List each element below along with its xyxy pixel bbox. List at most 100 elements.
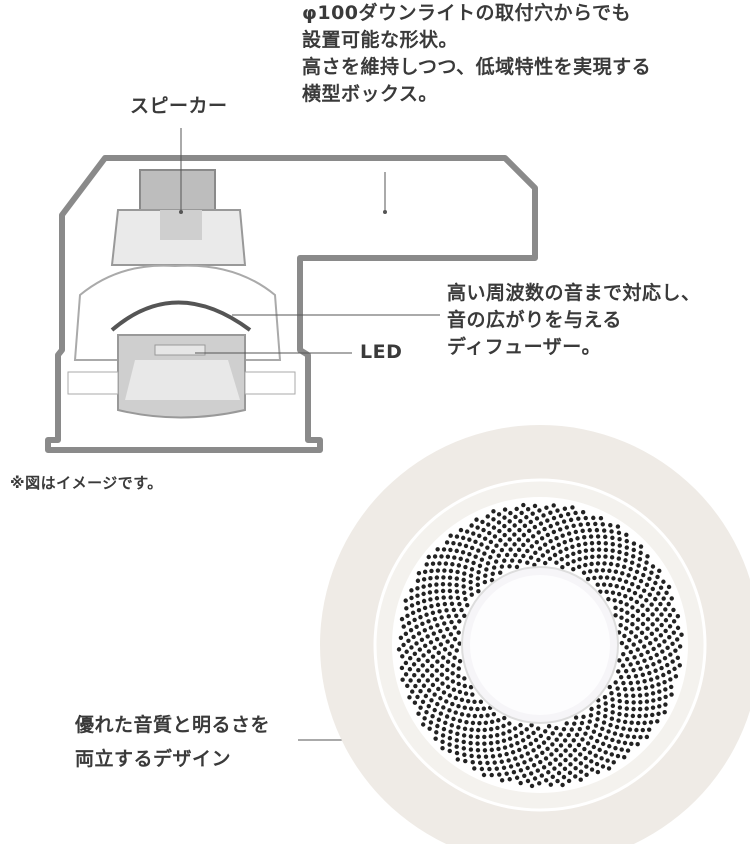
grille-hole bbox=[481, 772, 487, 778]
grille-hole bbox=[667, 612, 673, 618]
grille-hole bbox=[571, 523, 576, 529]
grille-hole bbox=[603, 701, 608, 706]
grille-hole bbox=[445, 676, 450, 681]
grille-hole bbox=[615, 524, 621, 529]
grille-hole bbox=[673, 674, 679, 679]
grille-hole bbox=[420, 699, 426, 704]
grille-hole bbox=[547, 556, 553, 561]
grille-hole bbox=[663, 607, 668, 612]
grille-hole bbox=[659, 622, 664, 628]
grille-hole bbox=[524, 515, 529, 520]
grille-hole bbox=[665, 645, 670, 651]
grille-hole bbox=[422, 569, 428, 575]
grille-hole bbox=[605, 758, 610, 763]
grille-hole bbox=[607, 568, 612, 573]
grille-hole bbox=[448, 595, 453, 600]
grille-hole bbox=[631, 642, 636, 647]
grille-hole bbox=[415, 694, 420, 700]
grille-hole bbox=[443, 720, 448, 725]
grille-hole bbox=[630, 605, 635, 610]
grille-hole bbox=[668, 652, 673, 657]
grille-hole bbox=[595, 561, 601, 566]
grille-hole bbox=[634, 599, 640, 605]
grille-hole bbox=[454, 613, 459, 618]
grille-hole bbox=[661, 579, 666, 584]
grille-hole bbox=[533, 550, 538, 556]
grille-hole bbox=[463, 691, 469, 696]
grille-hole bbox=[516, 537, 522, 542]
grille-hole bbox=[518, 518, 523, 524]
grille-hole bbox=[624, 693, 629, 698]
grille-hole bbox=[403, 631, 409, 637]
grille-hole bbox=[529, 783, 535, 789]
grille-hole bbox=[625, 656, 630, 662]
grille-hole bbox=[653, 580, 658, 586]
grille-hole bbox=[410, 689, 415, 694]
grille-hole bbox=[558, 549, 563, 554]
grille-hole bbox=[452, 555, 457, 560]
grille-hole bbox=[426, 688, 432, 693]
grille-hole bbox=[624, 706, 629, 711]
grille-hole bbox=[588, 713, 594, 718]
grille-hole bbox=[541, 765, 547, 770]
grille-hole bbox=[490, 549, 496, 554]
grille-hole bbox=[418, 614, 423, 620]
grille-hole bbox=[657, 659, 662, 664]
grille-hole bbox=[440, 746, 445, 751]
grille-hole bbox=[490, 571, 495, 576]
grille-hole bbox=[558, 753, 564, 758]
grille-hole bbox=[463, 596, 468, 602]
grille-hole bbox=[427, 590, 433, 595]
grille-hole bbox=[407, 695, 412, 700]
grille-hole bbox=[455, 731, 460, 737]
grille-hole bbox=[420, 722, 426, 727]
grille-hole bbox=[448, 547, 453, 553]
grille-hole bbox=[667, 624, 673, 629]
grille-hole bbox=[625, 734, 630, 739]
grille-hole bbox=[542, 526, 547, 532]
grille-hole bbox=[596, 704, 601, 709]
grille-hole bbox=[440, 739, 445, 745]
grille-hole bbox=[458, 527, 464, 533]
grille-hole bbox=[539, 773, 545, 778]
grille-hole bbox=[636, 584, 641, 590]
grille-hole bbox=[421, 577, 427, 582]
grille-hole bbox=[442, 568, 447, 573]
grille-hole bbox=[677, 644, 683, 649]
grille-hole bbox=[401, 642, 406, 648]
grille-hole bbox=[496, 746, 501, 752]
grille-hole bbox=[624, 713, 629, 718]
grille-hole bbox=[617, 698, 622, 704]
grille-hole bbox=[497, 528, 502, 534]
grille-hole bbox=[451, 540, 456, 546]
grille-hole bbox=[525, 507, 531, 512]
grille-hole bbox=[502, 558, 507, 563]
grille-hole bbox=[647, 640, 653, 646]
grille-hole bbox=[611, 760, 616, 765]
grille-hole bbox=[462, 705, 467, 710]
grille-hole bbox=[595, 534, 601, 539]
grille-hole bbox=[531, 748, 536, 753]
grille-hole bbox=[644, 692, 649, 697]
grille-hole bbox=[461, 733, 467, 738]
grille-hole bbox=[412, 700, 418, 705]
grille-hole bbox=[495, 725, 500, 731]
grille-hole bbox=[635, 608, 641, 614]
grille-hole bbox=[449, 644, 455, 649]
grille-hole bbox=[464, 558, 470, 563]
grille-hole bbox=[632, 590, 638, 596]
grille-hole bbox=[630, 554, 636, 559]
grille-hole bbox=[489, 747, 495, 753]
grille-hole bbox=[607, 744, 612, 749]
grille-hole bbox=[465, 602, 470, 608]
grille-hole bbox=[525, 560, 530, 565]
grille-hole bbox=[637, 713, 642, 719]
grille-hole bbox=[630, 622, 635, 627]
grille-hole bbox=[468, 706, 474, 711]
grille-hole bbox=[409, 603, 415, 608]
grille-hole bbox=[438, 696, 443, 701]
grille-hole bbox=[522, 523, 528, 529]
grille-hole bbox=[444, 540, 450, 545]
grille-hole bbox=[649, 570, 654, 575]
grille-hole bbox=[475, 582, 480, 588]
